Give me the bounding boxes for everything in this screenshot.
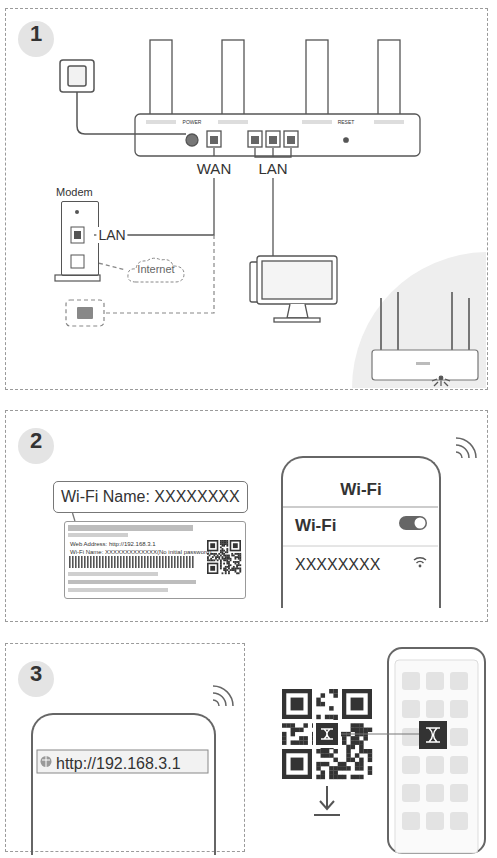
step-number: 1 [18,21,54,57]
phone-screen [281,456,439,606]
phone-wifi: Wi-FiWi-FiXXXXXXXX [281,456,441,608]
callout-fill [52,480,247,512]
connector [73,513,75,521]
node-text: Internet [126,263,186,276]
step-panel: 3 http://192.168.3.1 [5,643,245,852]
phone-apps [388,648,485,853]
port-label: WAN [197,160,231,177]
indicator-light [432,376,450,386]
node-text: Wi-Fi Name: XXXXXXXXXXXXX(No initial pas… [70,549,211,556]
node-text: Wi-Fi [295,516,336,536]
callout-bubble: Wi-Fi Name: XXXXXXXX [53,481,248,513]
wall-port [66,300,104,326]
step-number: 3 [18,661,54,697]
node-text: Web Address: http://192.168.3.1 [70,541,156,548]
computer [250,256,337,322]
node-text: http://192.168.3.1 [56,755,181,773]
port-label: POWER [183,120,202,126]
power-adapter [60,60,186,134]
port-label: LAN [96,227,127,243]
label-sticker [63,520,245,598]
signal-icon [213,686,233,706]
signal-icon [456,438,476,458]
node-text: XXXXXXXX [295,556,380,574]
cloud-outline [126,256,186,284]
app-icon [313,720,341,748]
alt-wire [104,235,214,313]
network-wires [100,148,291,256]
step-number: 2 [18,428,54,464]
download-arrow [314,786,340,815]
modem-body [55,201,100,281]
step-panel: 1ModemInternet [5,8,488,390]
pointer-line [341,734,419,735]
phone-browser: http://192.168.3.1 [31,713,216,855]
router [135,40,420,156]
node-text: Modem [56,186,93,199]
node-text: Wi-Fi Name: XXXXXXXX [61,488,240,506]
step-panel: 2Wi-Fi Name: XXXXXXXX Web Address: http:/… [5,410,488,622]
internet-cloud: Internet [126,256,186,284]
mini-router [372,292,478,380]
node-text: Wi-Fi [283,480,439,500]
port-label: LAN [258,160,287,177]
modem-box: Modem [61,201,99,276]
qr-code [207,540,241,574]
browser-bar [31,713,214,853]
zoom-circle [352,252,486,388]
connector [99,263,126,270]
label-sticker: Web Address: http://192.168.3.1Wi-Fi Nam… [64,521,246,599]
port-label: RESET [338,120,355,126]
